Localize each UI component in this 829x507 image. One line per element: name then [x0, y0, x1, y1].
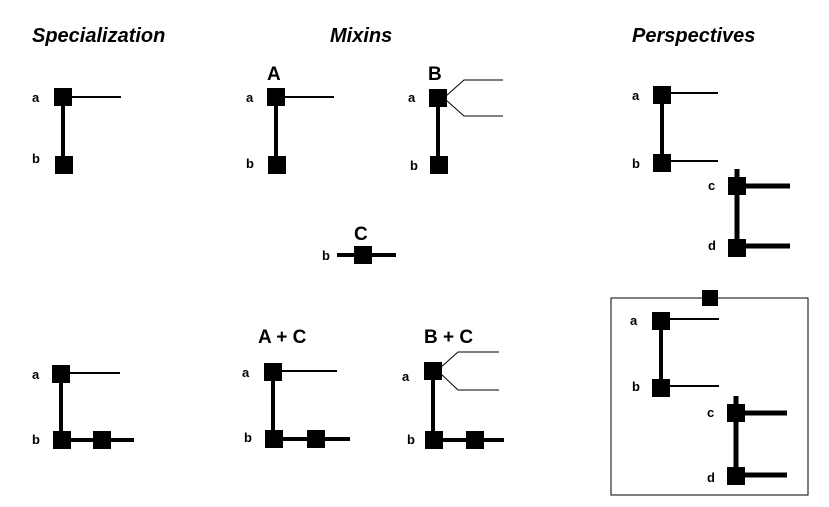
mixin-b-diagram: B a b	[408, 64, 503, 174]
node-label-b: b	[244, 430, 252, 445]
header-mixins: Mixins	[330, 25, 392, 47]
mixin-a-plus-c-diagram: A + C a b	[242, 327, 350, 448]
node-b	[55, 156, 73, 174]
combo-ac-title: A + C	[258, 327, 307, 348]
specialization-top-diagram: a b	[32, 88, 121, 174]
node-d	[727, 467, 745, 485]
node-label-a: a	[246, 90, 254, 105]
node-label-d: d	[708, 238, 716, 253]
node-d	[728, 239, 746, 257]
node-label-b: b	[246, 156, 254, 171]
perspectives-bottom-diagram: a b c d	[610, 290, 809, 496]
mixin-b-title: B	[428, 64, 442, 85]
perspective-owner-node	[702, 290, 718, 306]
node-label-a: a	[32, 90, 40, 105]
specialization-bottom-diagram: a b	[32, 365, 134, 449]
node-a	[54, 88, 72, 106]
node-b	[652, 379, 670, 397]
slot-line-upper	[445, 79, 503, 97]
slot-line-upper	[439, 351, 499, 369]
node-label-c: c	[707, 405, 714, 420]
node-b	[653, 154, 671, 172]
node-label-b: b	[32, 151, 40, 166]
mixed-in-node	[466, 431, 484, 449]
node-label-b: b	[407, 432, 415, 447]
node-label-b: b	[410, 158, 418, 173]
node-a	[264, 363, 282, 381]
node-label-b: b	[32, 432, 40, 447]
node-c	[728, 177, 746, 195]
node-label-a: a	[242, 365, 250, 380]
node-a	[653, 86, 671, 104]
node-label-a: a	[408, 90, 416, 105]
perspectives-top-diagram: a b c d	[632, 86, 790, 257]
node-b	[265, 430, 283, 448]
node-label-d: d	[707, 470, 715, 485]
slot-line-lower	[445, 99, 503, 117]
slot-line-lower	[439, 372, 499, 391]
node-a	[267, 88, 285, 106]
node-label-b: b	[632, 156, 640, 171]
node-b	[430, 156, 448, 174]
combo-bc-title: B + C	[424, 327, 473, 348]
node-a	[652, 312, 670, 330]
mixin-a-title: A	[267, 64, 281, 85]
node-a	[424, 362, 442, 380]
node-label-a: a	[632, 88, 640, 103]
node-label-a: a	[402, 369, 410, 384]
mixin-c-title: C	[354, 224, 368, 245]
header-specialization: Specialization	[32, 25, 165, 47]
mixin-c-diagram: C b	[322, 224, 396, 264]
node-label-a: a	[32, 367, 40, 382]
node-c	[727, 404, 745, 422]
mixin-b-plus-c-diagram: B + C a b	[402, 327, 504, 449]
node-b	[268, 156, 286, 174]
mixed-in-node	[307, 430, 325, 448]
node-label-b: b	[632, 379, 640, 394]
node-a	[52, 365, 70, 383]
node-b	[53, 431, 71, 449]
node-label-c: c	[708, 178, 715, 193]
node-b	[425, 431, 443, 449]
header-perspectives: Perspectives	[632, 25, 755, 47]
node-b	[354, 246, 372, 264]
node-a	[429, 89, 447, 107]
node-label-b: b	[322, 248, 330, 263]
node-label-a: a	[630, 313, 638, 328]
mixed-in-node	[93, 431, 111, 449]
perspective-frame	[610, 297, 809, 496]
mixin-a-diagram: A a b	[246, 64, 334, 174]
